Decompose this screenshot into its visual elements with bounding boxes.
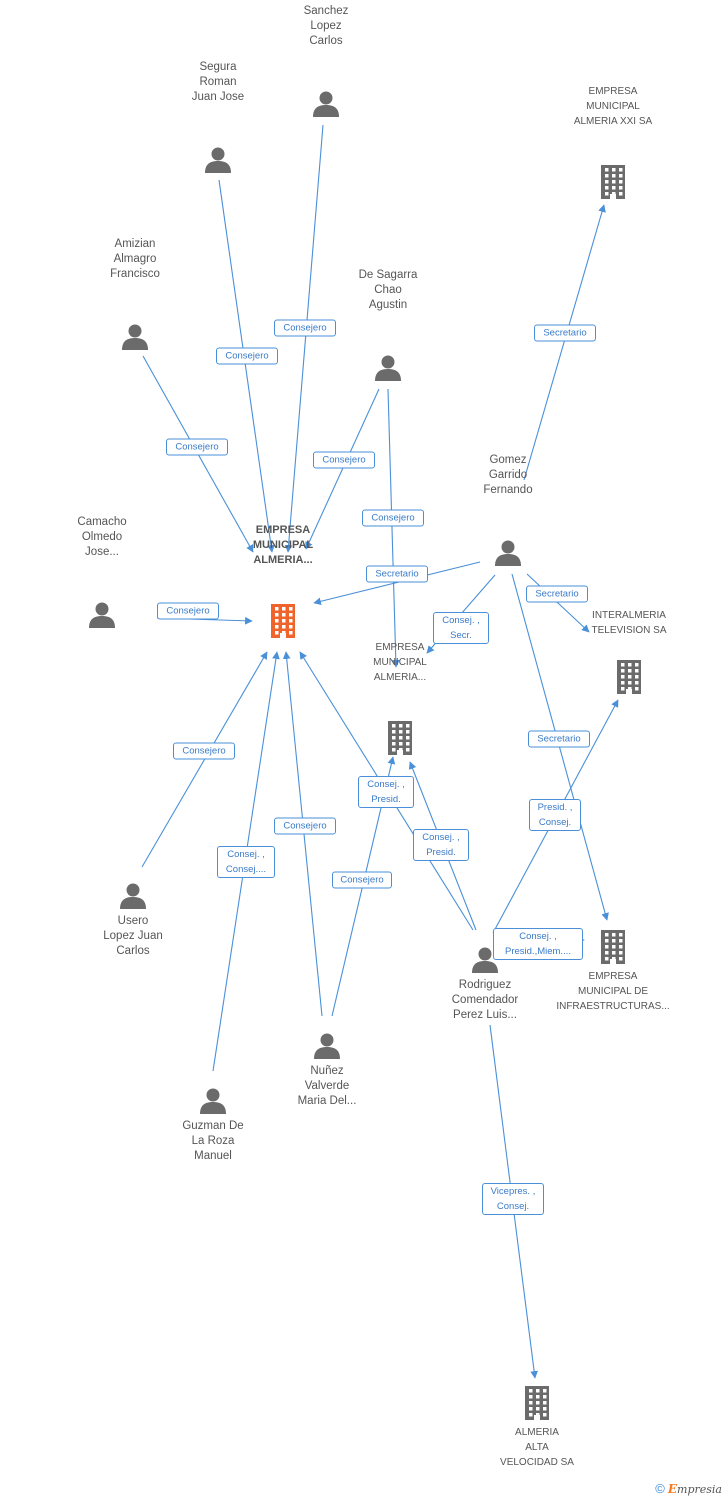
edge-role-label[interactable]: Consejero [313,451,375,469]
node-label: Amizian Almagro Francisco [110,238,160,280]
node-label: EMPRESA MUNICIPAL ALMERIA XXI SA [573,86,653,127]
edge-segura-to-main [218,179,275,553]
person-icon[interactable] [199,1088,227,1119]
building-icon[interactable] [385,721,415,760]
person-icon[interactable] [494,540,522,571]
edge-role-label[interactable]: Consej. , Presid. [413,829,469,861]
person-icon[interactable] [204,147,232,178]
edge-role-label[interactable]: Consej. , Presid. [358,776,414,808]
node-label: EMPRESA MUNICIPAL ALMERIA... [373,642,427,683]
node-label: Gomez Garrido Fernando [483,454,533,496]
building-icon[interactable] [522,1386,552,1425]
edge-role-label[interactable]: Consejero [362,509,424,527]
edge-gomez-to-interalmeria [526,573,590,633]
node-label: De Sagarra Chao Agustin [358,269,418,311]
person-icon[interactable] [88,602,116,633]
node-label: INTERALMERIA TELEVISION SA [591,610,667,636]
brand-logo-e: E [667,1482,678,1496]
person-icon[interactable] [312,91,340,122]
edge-gomez-to-xxi [523,204,606,481]
person-icon[interactable] [313,1033,341,1064]
node-label: ALMERIA ALTA VELOCIDAD SA [500,1427,574,1468]
edge-usero-to-main [141,651,268,868]
person-icon[interactable] [471,947,499,978]
edge-role-label[interactable]: Consejero [274,319,336,337]
brand-logo-text: mpresia [677,1483,722,1496]
edge-role-label[interactable]: Secretario [526,585,588,603]
person-icon[interactable] [119,883,147,914]
node-label: Guzman De La Roza Manuel [182,1120,244,1162]
edge-role-label[interactable]: Consejero [157,602,219,620]
edge-role-label[interactable]: Consejero [173,742,235,760]
edge-role-label[interactable]: Consej. , Consej.... [217,846,275,878]
edge-role-label[interactable]: Consejero [216,347,278,365]
edge-gomez-to-main [313,561,481,606]
person-icon[interactable] [374,355,402,386]
node-label: Sanchez Lopez Carlos [303,5,349,47]
edge-desagarra-to-main [305,388,380,550]
edge-role-label[interactable]: Presid. , Consej. [529,799,581,831]
edge-role-label[interactable]: Secretario [534,324,596,342]
edge-role-label[interactable]: Consej. , Presid.,Miem.... [493,928,583,960]
building-icon[interactable] [268,604,298,643]
node-label: Rodriguez Comendador Perez Luis... [451,979,519,1021]
node-label: Segura Roman Juan Jose [191,61,245,103]
edge-role-label[interactable]: Vicepres. , Consej. [482,1183,544,1215]
edge-role-label[interactable]: Consejero [274,817,336,835]
node-label: EMPRESA MUNICIPAL DE INFRAESTRUCTURAS... [556,971,670,1012]
person-icon[interactable] [121,324,149,355]
edge-sanchez-to-main [284,124,324,553]
footer-credit: ©Empresia [655,1481,722,1496]
node-label: Usero Lopez Juan Carlos [103,915,163,957]
building-icon[interactable] [598,930,628,969]
building-icon[interactable] [598,165,628,204]
node-label: Nuñez Valverde Maria Del... [297,1065,357,1107]
node-label: EMPRESA MUNICIPAL ALMERIA... [252,524,314,566]
edge-role-label[interactable]: Consejero [332,871,392,889]
building-icon[interactable] [614,660,644,699]
edge-desagarra-to-almeria2 [387,388,400,668]
edge-role-label[interactable]: Consej. , Secr. [433,612,489,644]
copyright-symbol: © [655,1481,665,1496]
edge-role-label[interactable]: Consejero [166,438,228,456]
edge-role-label[interactable]: Secretario [366,565,428,583]
edge-role-label[interactable]: Secretario [528,730,590,748]
node-label: Camacho Olmedo Jose... [77,516,127,558]
